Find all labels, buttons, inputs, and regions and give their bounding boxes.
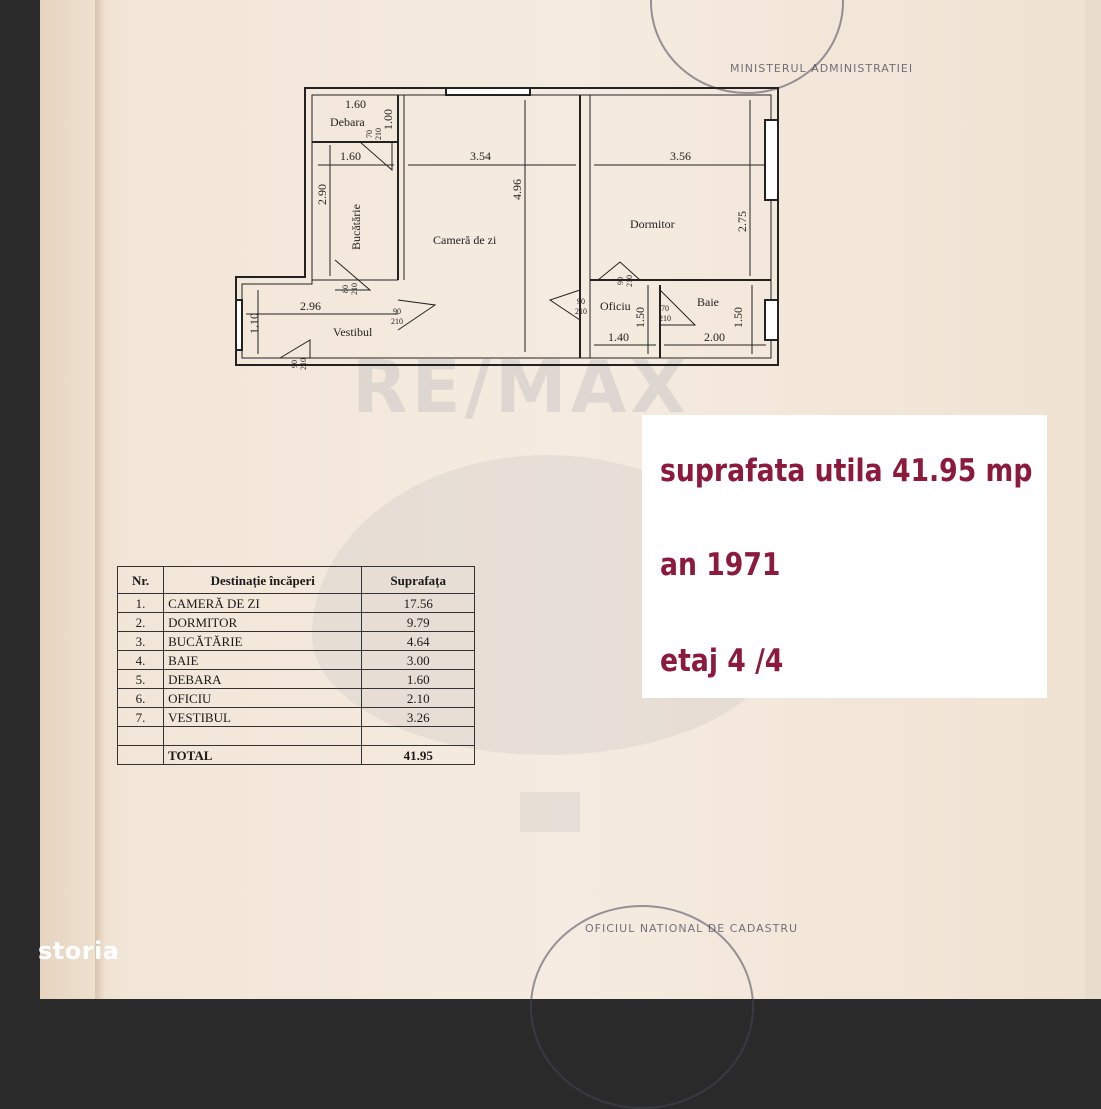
table-header-row: Nr. Destinație încăperi Suprafața — [116, 566, 475, 594]
row-nr: 5. — [116, 669, 165, 689]
info-floor: etaj 4 /4 — [660, 643, 784, 679]
header-destinatie: Destinație încăperi — [163, 566, 363, 594]
room-label-bucatarie: Bucătărie — [349, 204, 363, 250]
row-name: DEBARA — [163, 669, 363, 689]
remax-watermark-text: RE/MAX — [352, 345, 690, 429]
outer-wall — [235, 87, 779, 366]
room-label-debara: Debara — [330, 115, 365, 129]
table-row-empty — [116, 726, 475, 746]
table-row: 7. VESTIBUL 3.26 — [116, 707, 475, 727]
dim-oficiu-height: 1.50 — [633, 307, 647, 328]
row-name: OFICIU — [163, 688, 363, 708]
area-table: Nr. Destinație încăperi Suprafața 1. CAM… — [116, 566, 475, 765]
inner-wall — [241, 94, 772, 359]
paper-fold — [95, 0, 105, 999]
row-nr: 4. — [116, 650, 165, 670]
room-label-oficiu: Oficiu — [600, 299, 631, 313]
bottom-stamp-text: OFICIUL NATIONAL DE CADASTRU — [585, 922, 799, 935]
dim-dormitor-height: 2.75 — [735, 211, 749, 232]
row-nr: 2. — [116, 612, 165, 632]
dim-vestibul-height: 1.10 — [247, 313, 261, 334]
table-row: 6. OFICIU 2.10 — [116, 688, 475, 708]
table-row: 1. CAMERĂ DE ZI 17.56 — [116, 593, 475, 613]
door4-top: 90 — [577, 297, 585, 306]
door7-top: 90 — [290, 360, 299, 368]
door4-bottom: 210 — [575, 307, 587, 316]
row-area: 9.79 — [361, 612, 475, 632]
row-name: DORMITOR — [163, 612, 363, 632]
door-entrance — [279, 339, 311, 359]
row-area: 17.56 — [361, 593, 475, 613]
adjacent-page-strip — [1085, 0, 1101, 999]
top-stamp-text: MINISTERUL ADMINISTRATIEI — [730, 62, 914, 75]
header-suprafata: Suprafața — [361, 566, 475, 594]
table-row: 2. DORMITOR 9.79 — [116, 612, 475, 632]
table-row: 5. DEBARA 1.60 — [116, 669, 475, 689]
row-nr: 7. — [116, 707, 165, 727]
dim-debara-side: 1.00 — [381, 109, 395, 130]
row-name: CAMERĂ DE ZI — [163, 593, 363, 613]
row-area: 3.00 — [361, 650, 475, 670]
row-name: VESTIBUL — [163, 707, 363, 727]
dim-camera-height: 4.96 — [510, 179, 524, 200]
room-label-dormitor: Dormitor — [630, 217, 675, 231]
row-nr: 6. — [116, 688, 165, 708]
row-name: BAIE — [163, 650, 363, 670]
dim-baie-width: 2.00 — [704, 330, 725, 344]
table-row: 4. BAIE 3.00 — [116, 650, 475, 670]
row-nr: 1. — [116, 593, 165, 613]
row-name: BUCĂTĂRIE — [163, 631, 363, 651]
total-value: 41.95 — [361, 745, 475, 765]
row-nr: 3. — [116, 631, 165, 651]
info-useful-area: suprafata utila 41.95 mp — [660, 453, 1033, 489]
door-baie — [659, 289, 697, 326]
door1-bottom: 210 — [374, 128, 383, 140]
room-label-baie: Baie — [697, 295, 719, 309]
dim-vestibul-width: 2.96 — [300, 299, 321, 313]
dim-debara-top: 1.60 — [345, 97, 366, 111]
door-debara — [359, 141, 393, 172]
dim-bucatarie-width: 1.60 — [340, 149, 361, 163]
total-label: TOTAL — [163, 745, 363, 765]
door-oficiu — [548, 289, 581, 321]
door6-bottom: 210 — [659, 314, 671, 323]
header-nr: Nr. — [116, 566, 165, 594]
door2-bottom: 210 — [350, 283, 359, 295]
door1-top: 70 — [365, 130, 374, 138]
door-bucatarie — [334, 259, 372, 291]
dim-camera-width: 3.54 — [470, 149, 491, 163]
door5-bottom: 210 — [625, 275, 634, 287]
floor-plan: Debara Bucătărie Cameră de zi Dormitor O… — [235, 87, 779, 370]
row-area: 1.60 — [361, 669, 475, 689]
table-row: 3. BUCĂTĂRIE 4.64 — [116, 631, 475, 651]
room-label-camera-de-zi: Cameră de zi — [433, 233, 497, 247]
remax-balloon-basket — [520, 792, 580, 832]
dim-oficiu-width: 1.40 — [608, 330, 629, 344]
door3-bottom: 210 — [391, 317, 403, 326]
row-area: 4.64 — [361, 631, 475, 651]
row-area: 2.10 — [361, 688, 475, 708]
row-area: 3.26 — [361, 707, 475, 727]
dim-bucatarie-height: 2.90 — [315, 184, 329, 205]
storia-logo: storia — [38, 937, 120, 965]
door6-top: 70 — [661, 304, 669, 313]
dim-dormitor-width: 3.56 — [670, 149, 691, 163]
door5-top: 90 — [616, 277, 625, 285]
door-dormitor — [597, 261, 641, 281]
door7-bottom: 210 — [299, 358, 308, 370]
door-camera — [397, 299, 437, 331]
dim-baie-height: 1.50 — [731, 307, 745, 328]
table-total-row: TOTAL 41.95 — [116, 745, 475, 765]
info-year: an 1971 — [660, 547, 781, 583]
door3-top: 90 — [393, 307, 401, 316]
listing-info-box: suprafata utila 41.95 mp an 1971 etaj 4 … — [642, 415, 1047, 698]
room-label-vestibul: Vestibul — [333, 325, 373, 339]
door2-top: 80 — [341, 285, 350, 293]
